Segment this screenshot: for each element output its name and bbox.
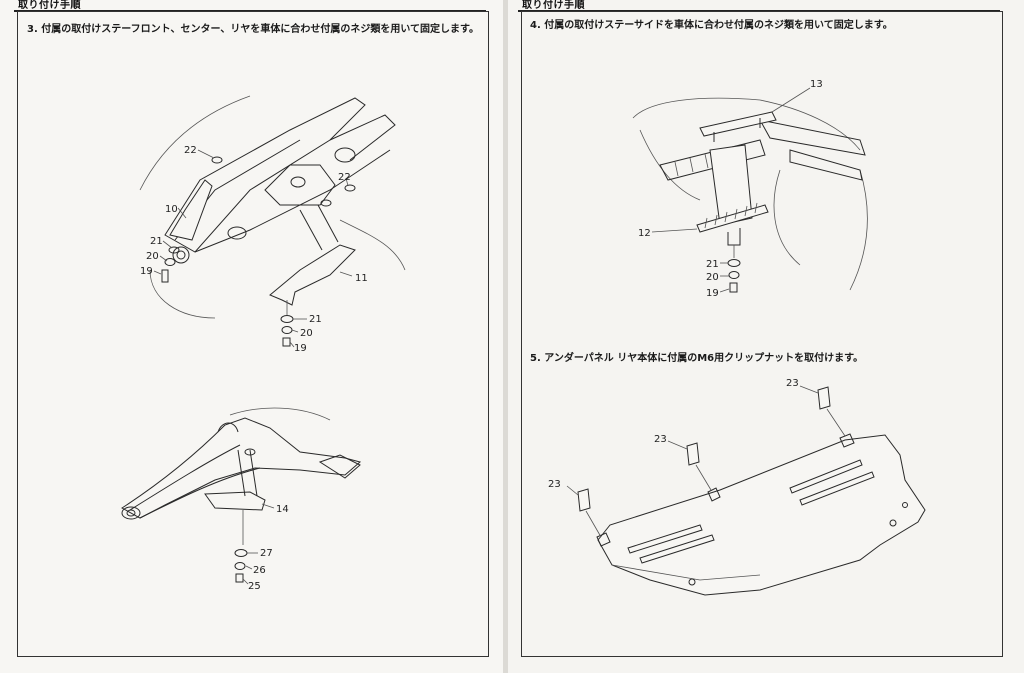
step-5-instruction: 5. アンダーパネル リヤ本体に付属のM6用クリップナットを取付けます。 — [530, 353, 864, 364]
callout-20: 20 — [706, 272, 719, 283]
callout-21: 21 — [706, 259, 719, 270]
callout-14: 14 — [276, 504, 289, 515]
callout-23: 23 — [654, 434, 667, 445]
callout-19: 19 — [294, 343, 307, 354]
callout-13: 13 — [810, 79, 823, 90]
rear-stay-diagram: 14 27 26 25 — [121, 407, 362, 592]
callout-23: 23 — [786, 378, 799, 389]
callout-25: 25 — [248, 581, 261, 592]
callout-10: 10 — [165, 204, 178, 215]
step-4-instruction: 4. 付属の取付けステーサイドを車体に合わせ付属のネジ類を用いて固定します。 — [530, 20, 893, 31]
right-header-tab: 取り付け手順 — [522, 0, 585, 11]
callout-19: 19 — [140, 266, 153, 277]
page-gutter — [503, 0, 508, 673]
step-3-instruction: 3. 付属の取付けステーフロント、センター、リヤを車体に合わせ付属のネジ類を用い… — [27, 24, 480, 35]
callout-12: 12 — [638, 228, 651, 239]
callout-22: 22 — [338, 172, 351, 183]
right-content-frame — [521, 11, 1003, 657]
callout-22: 22 — [184, 145, 197, 156]
callout-21: 21 — [309, 314, 322, 325]
callout-11: 11 — [355, 273, 368, 284]
left-manual-page — [0, 0, 503, 673]
callout-20: 20 — [146, 251, 159, 262]
left-content-frame — [17, 11, 489, 657]
side-stay-diagram: 13 12 21 20 19 — [632, 79, 868, 299]
callout-21: 21 — [150, 236, 163, 247]
callout-20: 20 — [300, 328, 313, 339]
front-center-stay-diagram: 22 22 10 21 20 19 11 21 20 19 — [139, 95, 406, 354]
left-header-tab: 取り付け手順 — [18, 0, 81, 11]
callout-23: 23 — [548, 479, 561, 490]
callout-27: 27 — [260, 548, 273, 559]
under-panel-rear-diagram: 23 23 23 — [548, 378, 926, 596]
callout-19: 19 — [706, 288, 719, 299]
callout-26: 26 — [253, 565, 266, 576]
